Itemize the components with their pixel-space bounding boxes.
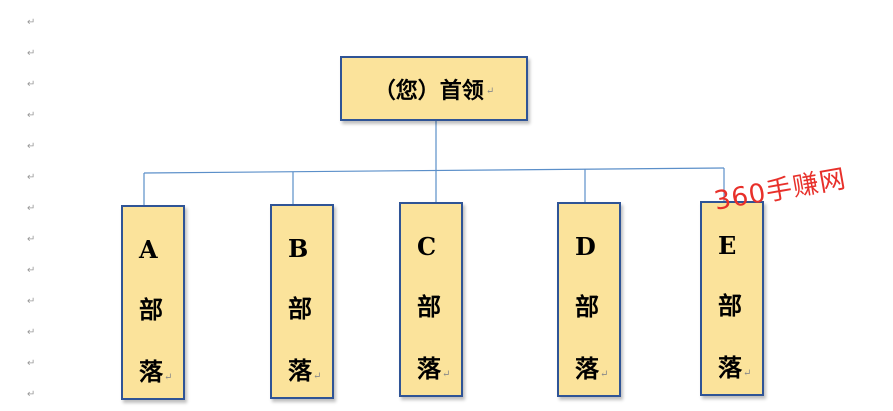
tribe-node-a: A 部 落↵ <box>121 205 185 400</box>
paragraph-mark: ↵ <box>27 389 36 400</box>
paragraph-mark: ↵ <box>485 86 495 97</box>
paragraph-mark: ↵ <box>27 203 36 214</box>
paragraph-mark: ↵ <box>27 110 36 121</box>
root-node: （您）首领↵ <box>340 56 528 121</box>
tribe-word: 部 <box>575 292 599 321</box>
tribe-letter: B <box>288 234 309 263</box>
tribe-letter: D <box>575 232 596 261</box>
paragraph-mark: ↵ <box>442 369 451 380</box>
paragraph-mark: ↵ <box>743 368 752 379</box>
tribe-word: 部 <box>417 292 441 321</box>
paragraph-mark: ↵ <box>27 79 36 90</box>
tribe-word: 落 <box>417 354 441 383</box>
paragraph-mark: ↵ <box>27 327 36 338</box>
tribe-node-e: E 部 落↵ <box>700 201 764 396</box>
tribe-node-d: D 部 落↵ <box>557 202 621 397</box>
tribe-word: 部 <box>139 295 163 324</box>
tribe-letter: E <box>718 231 737 260</box>
paragraph-mark: ↵ <box>27 48 36 59</box>
tribe-word: 落 <box>288 356 312 385</box>
paragraph-mark: ↵ <box>164 372 173 383</box>
paragraph-mark: ↵ <box>27 358 36 369</box>
tribe-word: 落 <box>718 353 742 382</box>
tribe-word: 落 <box>575 354 599 383</box>
root-label: （您）首领 <box>373 77 484 104</box>
tribe-letter: C <box>417 232 437 261</box>
paragraph-mark: ↵ <box>27 141 36 152</box>
tribe-word: 部 <box>288 294 312 323</box>
tribe-letter: A <box>139 235 158 264</box>
tribe-node-c: C 部 落↵ <box>399 202 463 397</box>
horizontal-connector <box>143 167 725 174</box>
paragraph-mark: ↵ <box>27 296 36 307</box>
paragraph-mark: ↵ <box>313 371 322 382</box>
paragraph-mark: ↵ <box>27 265 36 276</box>
paragraph-mark: ↵ <box>27 234 36 245</box>
paragraph-mark: ↵ <box>600 369 609 380</box>
tribe-word: 落 <box>139 357 163 386</box>
paragraph-mark: ↵ <box>27 17 36 28</box>
paragraph-mark: ↵ <box>27 172 36 183</box>
tribe-word: 部 <box>718 291 742 320</box>
tribe-node-b: B 部 落↵ <box>270 204 334 399</box>
